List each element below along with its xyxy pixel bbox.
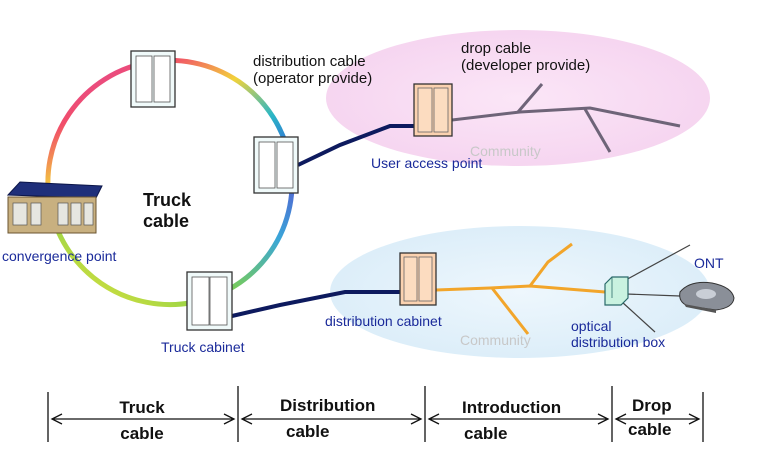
segment-introduction-cable: Introduction cable [462,398,582,443]
truck-cabinet-bottom [186,271,233,331]
distribution-cable-lower [231,290,400,318]
drop-cable-line1: drop cable [461,40,532,57]
upper-community-label: Community [470,143,541,159]
truck-cabinet-right [253,136,299,194]
drop-cable-label: drop cable (developer provide) [461,40,590,75]
segment-bar [47,386,704,442]
intro-cable-main [435,284,606,294]
optical-distribution-box-label: optical distribution box [571,318,665,350]
drop-cable-line2: (developer provide) [461,57,591,75]
truck-cabinet-top [130,50,176,108]
optical-box-line1: optical [571,318,612,334]
distribution-cable-label: distribution cable (operator provide) [253,53,372,88]
user-access-cabinet [413,83,453,137]
optical-box-line2: distribution box [571,334,666,351]
ont-line-mid [625,293,681,297]
intro-cable-branch-up [528,242,573,287]
lower-community-label: Community [460,332,531,348]
truck-cabinet-label: Truck cabinet [161,339,245,355]
truck-cable-label: Truck cable [143,190,191,231]
intro-cable-branch-down [490,287,530,335]
segment-introduction-line1: Introduction [462,398,562,417]
distribution-cable-line1: distribution cable [253,53,366,70]
distribution-cable-line2: (operator provide) [253,70,373,88]
optical-distribution-box [604,276,629,306]
segment-introduction-line2: cable [464,423,508,443]
convergence-building-icon [6,181,103,234]
ont-line-top [621,244,691,283]
ont-label: ONT [694,255,724,271]
segment-drop-line2: cable [628,419,672,439]
distribution-cabinet [399,252,437,306]
truck-cable-line1: Truck [143,190,192,210]
distribution-cabinet-label: distribution cabinet [325,313,442,329]
truck-cable-line2: cable [143,210,190,231]
drop-cable-branch-2 [583,108,612,153]
segment-truck-line2: cable [120,423,164,443]
convergence-point-label: convergence point [2,248,117,264]
segment-truck-line1: Truck [119,398,165,417]
ont-line-bottom [621,301,656,333]
segment-distribution-cable: Distribution cable [280,396,398,441]
segment-truck-cable: Truck cable [96,398,188,443]
segment-drop-line1: Drop [632,396,672,415]
drop-cable-branch-1 [516,83,544,113]
segment-distribution-line1: Distribution [280,396,376,415]
drop-cable-tree-main [451,106,681,128]
distribution-cable-upper [297,124,416,167]
segment-drop-cable: Drop cable [628,396,688,439]
user-access-point-label: User access point [371,155,483,171]
ont-device-icon [679,281,735,313]
segment-distribution-line2: cable [286,421,330,441]
